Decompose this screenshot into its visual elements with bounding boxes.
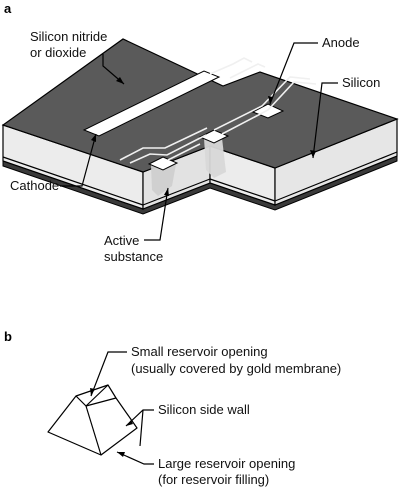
panel-b-letter: b: [4, 329, 12, 344]
label-nitride-line1: Silicon nitride: [30, 29, 107, 44]
leader-anode: [269, 42, 318, 105]
label-active-line1: Active: [104, 233, 139, 248]
face-stripe: [2, 151, 398, 206]
label-silicon: Silicon: [342, 75, 380, 90]
leader-side-wall-lower: [139, 409, 144, 447]
cathode-electrode: [82, 70, 221, 137]
prism-inner-edge: [85, 405, 102, 456]
leader-large-opening: [116, 451, 154, 465]
reservoir-electrode-right: [198, 129, 230, 144]
panel-a: a: [1, 1, 399, 264]
active-substance-right: [204, 133, 226, 178]
label-anode: Anode: [322, 35, 360, 50]
leader-cathode: [60, 133, 97, 187]
label-large-line2: (for reservoir filling): [158, 472, 269, 487]
label-cathode: Cathode: [10, 178, 59, 193]
label-small-line2: (usually covered by gold membrane): [131, 361, 341, 376]
label-side-wall: Silicon side wall: [158, 402, 250, 417]
reservoir-prism: [47, 384, 138, 456]
prism-small-opening: [75, 395, 117, 407]
leader-small-opening: [90, 351, 127, 397]
prism-top-back: [85, 384, 109, 407]
leader-nitride: [102, 54, 125, 85]
reservoir-electrode-left: [147, 156, 179, 171]
leader-active: [144, 187, 169, 241]
electrode-traces: [119, 57, 317, 164]
panel-a-letter: a: [4, 1, 12, 16]
prism-outline: [47, 384, 138, 456]
label-small-line1: Small reservoir opening: [131, 344, 268, 359]
label-large-line1: Large reservoir opening: [158, 456, 295, 471]
leader-silicon: [312, 82, 338, 159]
label-active-line2: substance: [104, 249, 163, 264]
label-nitride-line2: or dioxide: [30, 45, 86, 60]
panel-b: b Small reservoir opening (usually cover…: [4, 329, 341, 487]
